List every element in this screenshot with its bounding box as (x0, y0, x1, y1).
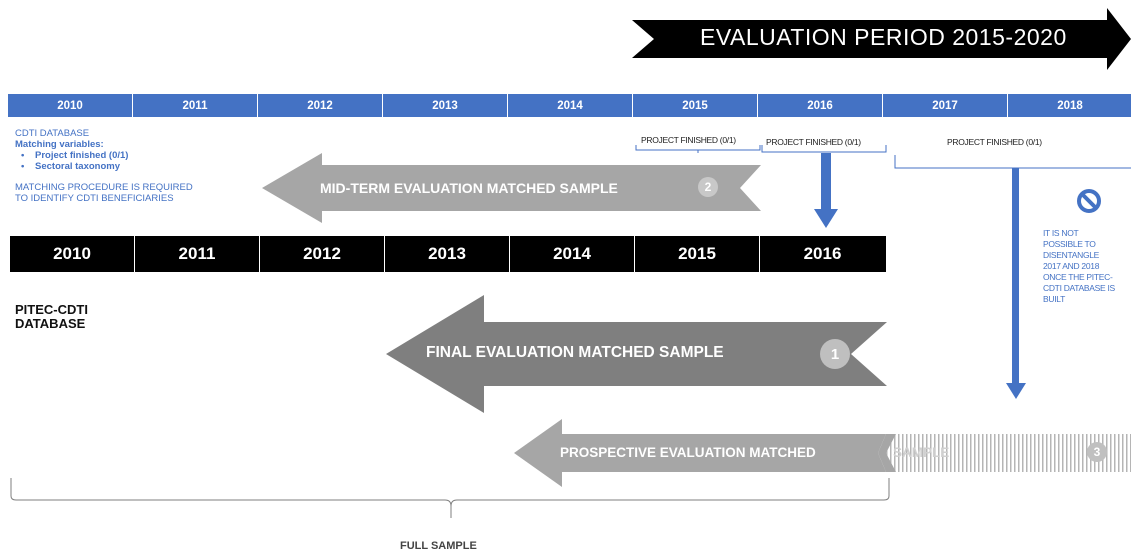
year-cell-2017: 2017 (883, 94, 1008, 117)
year-timeline-bar: 2010 2011 2012 2013 2014 2015 2016 2017 … (8, 94, 1131, 117)
pitec-year-cell-2010: 2010 (10, 236, 135, 272)
procedure-line-2: TO IDENTIFY CDTI BENEFICIARIES (15, 193, 174, 204)
year-cell-2010: 2010 (8, 94, 133, 117)
matching-variables-list: •Project finished (0/1) •Sectoral taxono… (15, 150, 255, 172)
number-badge-3: 3 (1087, 442, 1107, 462)
full-sample-brace (10, 478, 890, 518)
pitec-year-cell-2016: 2016 (803, 244, 842, 263)
cdti-database-title: CDTI DATABASE (15, 128, 90, 139)
year-cell-2014: 2014 (508, 94, 633, 117)
cdti-database-block: CDTI DATABASE Matching variables: •Proje… (15, 128, 255, 204)
year-cell-2013: 2013 (383, 94, 508, 117)
pitec-year-cell-2012: 2012 (260, 236, 385, 272)
year-cell-2011: 2011 (133, 94, 258, 117)
down-arrow-2016 (814, 153, 838, 228)
pitec-year-cell-2011: 2011 (135, 236, 260, 272)
final-evaluation-arrow (386, 295, 887, 413)
project-finished-brackets (635, 145, 1131, 169)
procedure-line-1: MATCHING PROCEDURE IS REQUIRED (15, 182, 193, 193)
pitec-year-cell-2014: 2014 (510, 236, 635, 272)
mid-term-arrow-label: MID-TERM EVALUATION MATCHED SAMPLE (320, 180, 618, 196)
list-item: •Project finished (0/1) (21, 150, 129, 161)
down-arrow-2017 (1006, 168, 1026, 399)
number-badge-1: 1 (820, 339, 850, 369)
year-cell-2015: 2015 (633, 94, 758, 117)
project-finished-label-2015: PROJECT FINISHED (0/1) (641, 135, 736, 145)
final-arrow-label: FINAL EVALUATION MATCHED SAMPLE (426, 344, 724, 361)
number-badge-2: 2 (698, 177, 718, 197)
pitec-year-cell-2015: 2015 (635, 236, 760, 272)
mid-term-evaluation-arrow (262, 153, 761, 223)
year-cell-2012: 2012 (258, 94, 383, 117)
pitec-year-bar: 2010 2011 2012 2013 2014 2015 2016 (10, 236, 886, 272)
year-cell-2016: 2016 (758, 94, 883, 117)
year-cell-2018: 2018 (1008, 94, 1131, 117)
prospective-arrow-label: PROSPECTIVE EVALUATION MATCHED (560, 445, 816, 460)
prospective-arrow-label-tail: SAMPLE (893, 445, 950, 460)
prohibited-icon (1077, 189, 1101, 213)
project-finished-label-2016: PROJECT FINISHED (0/1) (766, 137, 861, 147)
pitec-cdti-database-label: PITEC-CDTI DATABASE (15, 302, 88, 331)
full-sample-label: FULL SAMPLE (400, 540, 477, 552)
matching-variables-label: Matching variables: (15, 139, 104, 150)
list-item: •Sectoral taxonomy (21, 161, 120, 172)
pitec-year-cell-2013: 2013 (385, 236, 510, 272)
project-finished-label-2017-2018: PROJECT FINISHED (0/1) (947, 137, 1042, 147)
not-possible-note: IT IS NOT POSSIBLE TO DISENTANGLE 2017 A… (1043, 228, 1115, 304)
evaluation-period-title: EVALUATION PERIOD 2015-2020 (700, 24, 1067, 50)
evaluation-period-arrow (632, 8, 1131, 70)
